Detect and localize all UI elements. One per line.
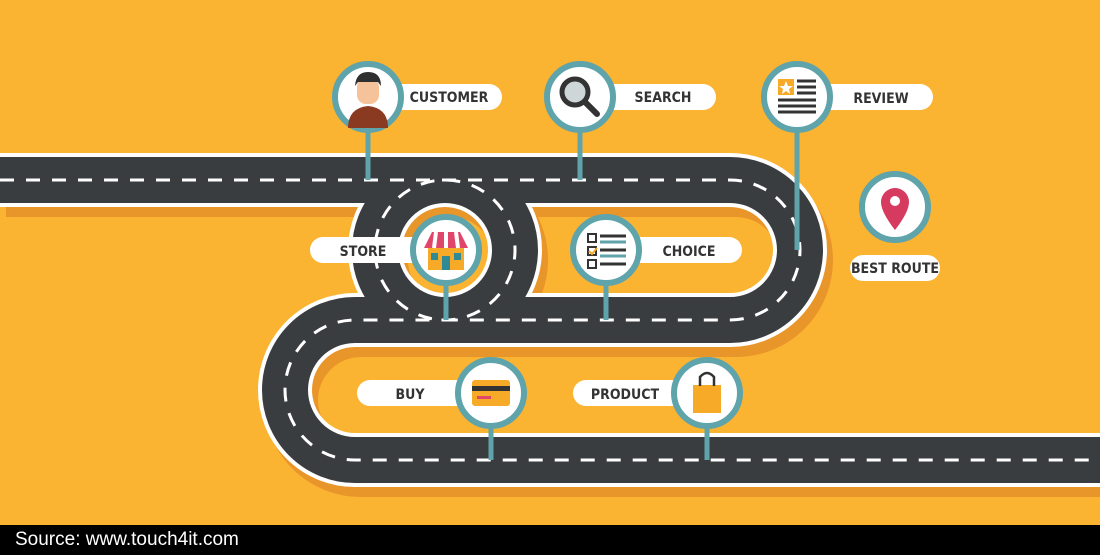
marker-stems [365,125,800,460]
label-search: SEARCH [635,90,692,106]
marker-review [761,61,833,133]
store-icon [424,231,468,270]
source-caption: Source: www.touch4it.com [0,525,1100,555]
shopping-bag-icon [693,371,721,413]
map-pin-icon [881,188,909,230]
checklist-icon [587,233,626,269]
magnifier-icon [559,76,600,117]
road [0,180,1100,470]
label-product: PRODUCT [591,387,660,403]
label-review: REVIEW [853,91,908,107]
review-icon [778,79,816,114]
label-choice: CHOICE [662,244,715,260]
credit-card-icon [472,380,510,406]
roadmap-infographic: CUSTOMER SEARCH REVIEW STORE CHOICE BUY … [0,0,1100,525]
label-buy: BUY [396,387,426,403]
label-store: STORE [340,244,387,260]
customer-icon [348,72,388,128]
label-best-route: BEST ROUTE [851,261,939,277]
road-diagram: CUSTOMER SEARCH REVIEW STORE CHOICE BUY … [0,61,1100,525]
label-customer: CUSTOMER [410,90,489,106]
